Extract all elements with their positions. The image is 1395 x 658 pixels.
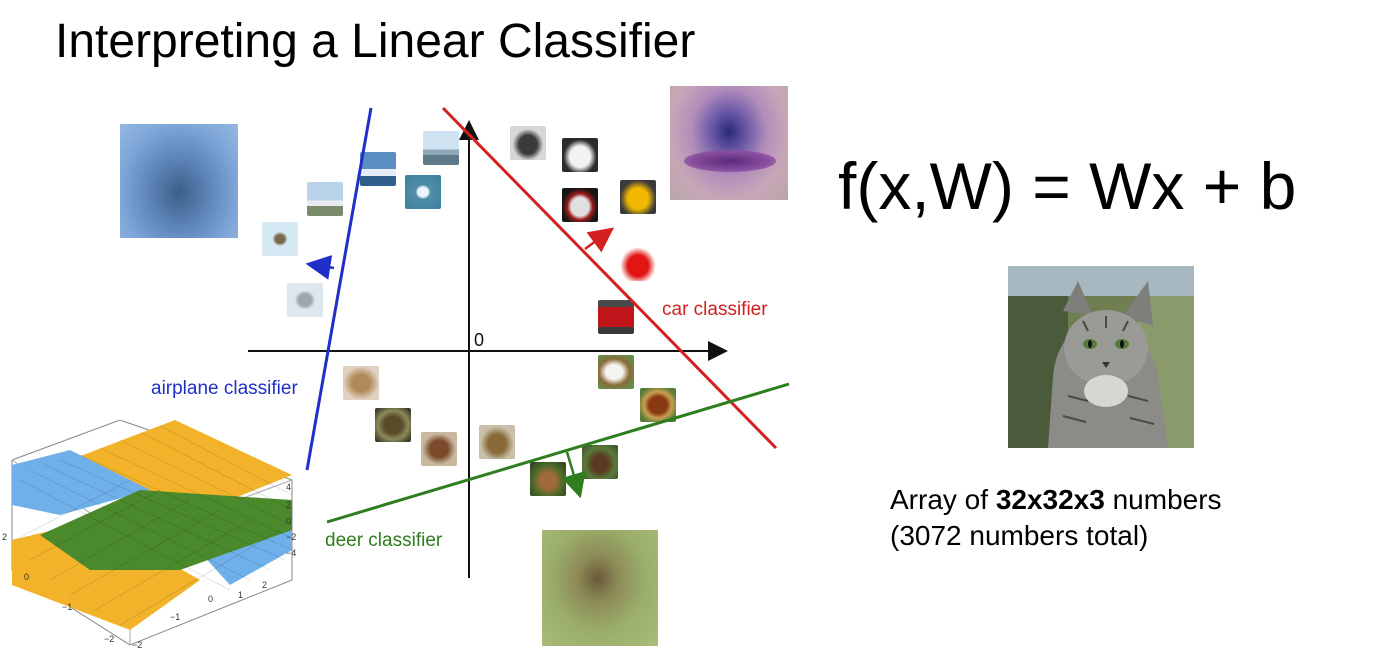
airplane-classifier-normal-arrow [308,264,334,268]
car-classifier-normal-arrow [585,229,612,249]
caption-prefix: Array of [890,484,996,515]
x-tick: −2 [104,634,114,644]
deer-classifier-line [327,384,789,522]
y-tick: 0 [208,594,213,604]
y-tick: 1 [238,590,243,600]
y-tick: −2 [132,640,142,650]
airplane-classifier-line [307,108,371,470]
linear-classifier-formula: f(x,W) = Wx + b [838,148,1296,224]
car-classifier-label: car classifier [662,299,768,320]
caption-line-1: Array of 32x32x3 numbers [890,482,1222,518]
z-tick: −4 [286,548,296,558]
z-tick: 4 [286,482,291,492]
x-tick: −1 [62,602,72,612]
airplane-classifier-label: airplane classifier [151,378,298,399]
caption-bold: 32x32x3 [996,484,1105,515]
y-tick: 2 [262,580,267,590]
car-classifier-line [443,108,776,448]
array-caption: Array of 32x32x3 numbers (3072 numbers t… [890,482,1222,554]
deer-classifier-normal-arrow [567,452,580,496]
z-tick: −2 [286,532,296,542]
x-tick: 0 [24,572,29,582]
origin-label: 0 [474,330,484,350]
x-tick: 2 [2,532,7,542]
cat-image [1008,266,1194,448]
caption-suffix: numbers [1105,484,1222,515]
z-tick: 2 [286,500,291,510]
y-tick: −1 [170,612,180,622]
deer-classifier-label: deer classifier [325,530,443,551]
caption-line-2: (3072 numbers total) [890,518,1222,554]
z-tick: 0 [286,516,291,526]
3d-surface-plot: 2 0 −1 −2 2 1 0 −1 −2 4 2 0 −2 −4 [0,420,300,650]
